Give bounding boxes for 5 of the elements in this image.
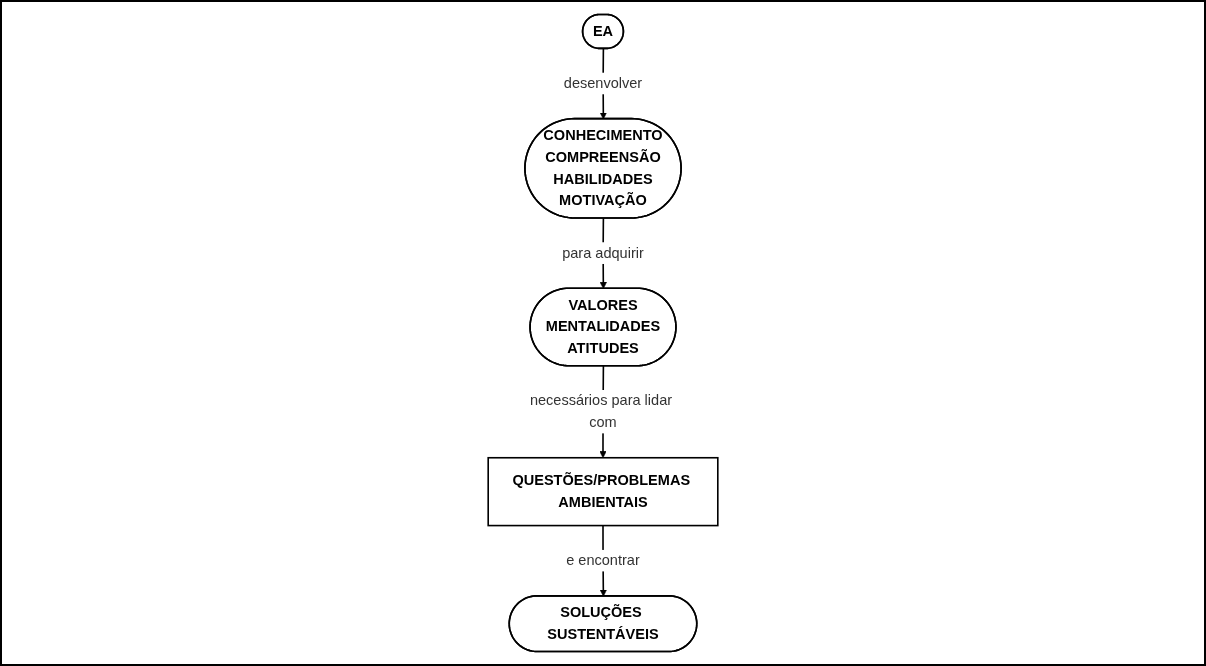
edge-label: e encontrar xyxy=(566,552,640,569)
edge-label: necessários para lidar com xyxy=(529,392,673,431)
node-box: QUESTÕES/PROBLEMAS AMBIENTAIS xyxy=(487,456,719,527)
edge-label: para adquirir xyxy=(562,244,644,261)
edge-label: desenvolver xyxy=(563,75,643,92)
